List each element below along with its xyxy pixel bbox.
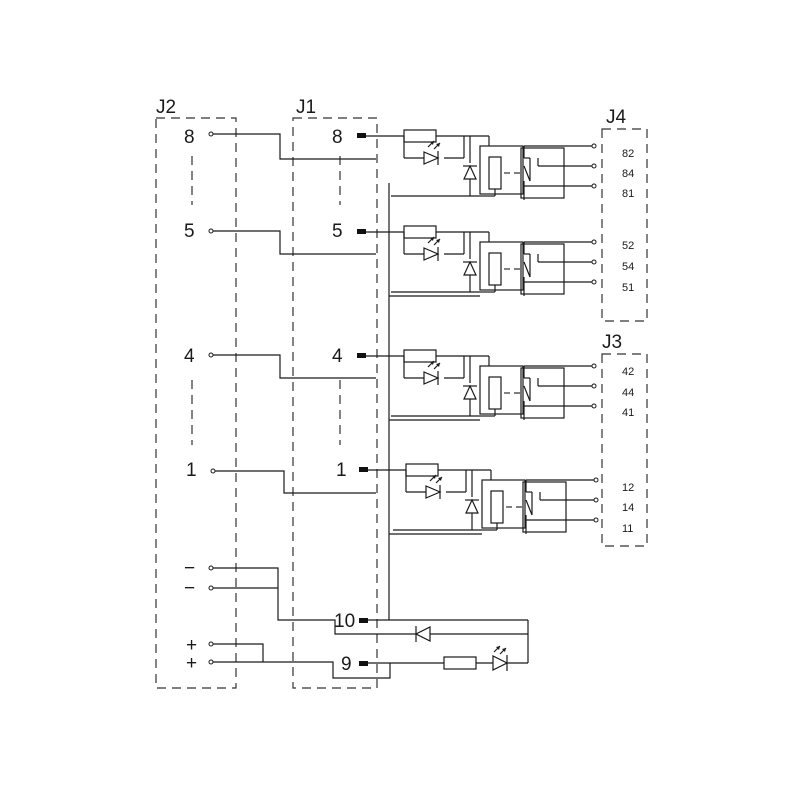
j2-to-j1-wiring	[213, 133, 528, 679]
relay-channel-1	[367, 463, 599, 535]
j3-pin-41: 41	[622, 407, 634, 419]
connector-j4: J4 82 84 81 52 54 51	[601, 107, 648, 322]
j3-pin-12: 12	[622, 482, 634, 494]
j4-pin-52: 52	[622, 240, 634, 252]
j3-pin-42: 42	[622, 366, 634, 378]
connector-j2: J2 8 5 4 1 − − + +	[155, 97, 237, 689]
j1-pin-5: 5	[332, 221, 343, 242]
j1-pin-8: 8	[332, 127, 343, 148]
j1-pin-4: 4	[332, 346, 343, 367]
j1-pin-1: 1	[336, 460, 347, 481]
j4-pin-54: 54	[622, 261, 634, 273]
j4-pin-51: 51	[622, 282, 634, 294]
supply-diode	[414, 626, 431, 642]
coil-return-ties	[389, 295, 482, 535]
connector-j1: J1 8 5 4 1 10 9	[292, 97, 378, 689]
relay-channel-5	[365, 225, 597, 297]
j2-pin-plus-b: +	[186, 653, 197, 674]
j4-pin-81: 81	[622, 188, 634, 200]
j3-pin-44: 44	[622, 387, 634, 399]
j2-pin-1: 1	[186, 460, 197, 481]
j2-pin-minus-a: −	[184, 558, 195, 579]
relay-channel-8	[365, 129, 597, 201]
j4-pin-84: 84	[622, 168, 634, 180]
j2-label: J2	[156, 97, 176, 118]
j2-pin-5: 5	[184, 221, 195, 242]
j3-pin-11: 11	[622, 523, 633, 535]
j1-pin-10: 10	[334, 611, 355, 632]
j2-pin-plus-a: +	[186, 635, 197, 656]
relay-channel-4	[365, 349, 597, 421]
j3-label: J3	[602, 332, 622, 353]
j2-pin-4: 4	[184, 346, 195, 367]
j4-pin-82: 82	[622, 148, 634, 160]
j1-label: J1	[296, 97, 316, 118]
j1-pin-9: 9	[341, 654, 352, 675]
supply-resistor-led	[368, 645, 528, 671]
j2-pin-minus-b: −	[184, 578, 195, 599]
j2-pin-8: 8	[184, 127, 195, 148]
j3-pin-14: 14	[622, 502, 634, 514]
connector-j3: J3 42 44 41 12 14 11	[601, 332, 648, 547]
common-bus	[368, 183, 529, 663]
j4-label: J4	[606, 107, 627, 128]
